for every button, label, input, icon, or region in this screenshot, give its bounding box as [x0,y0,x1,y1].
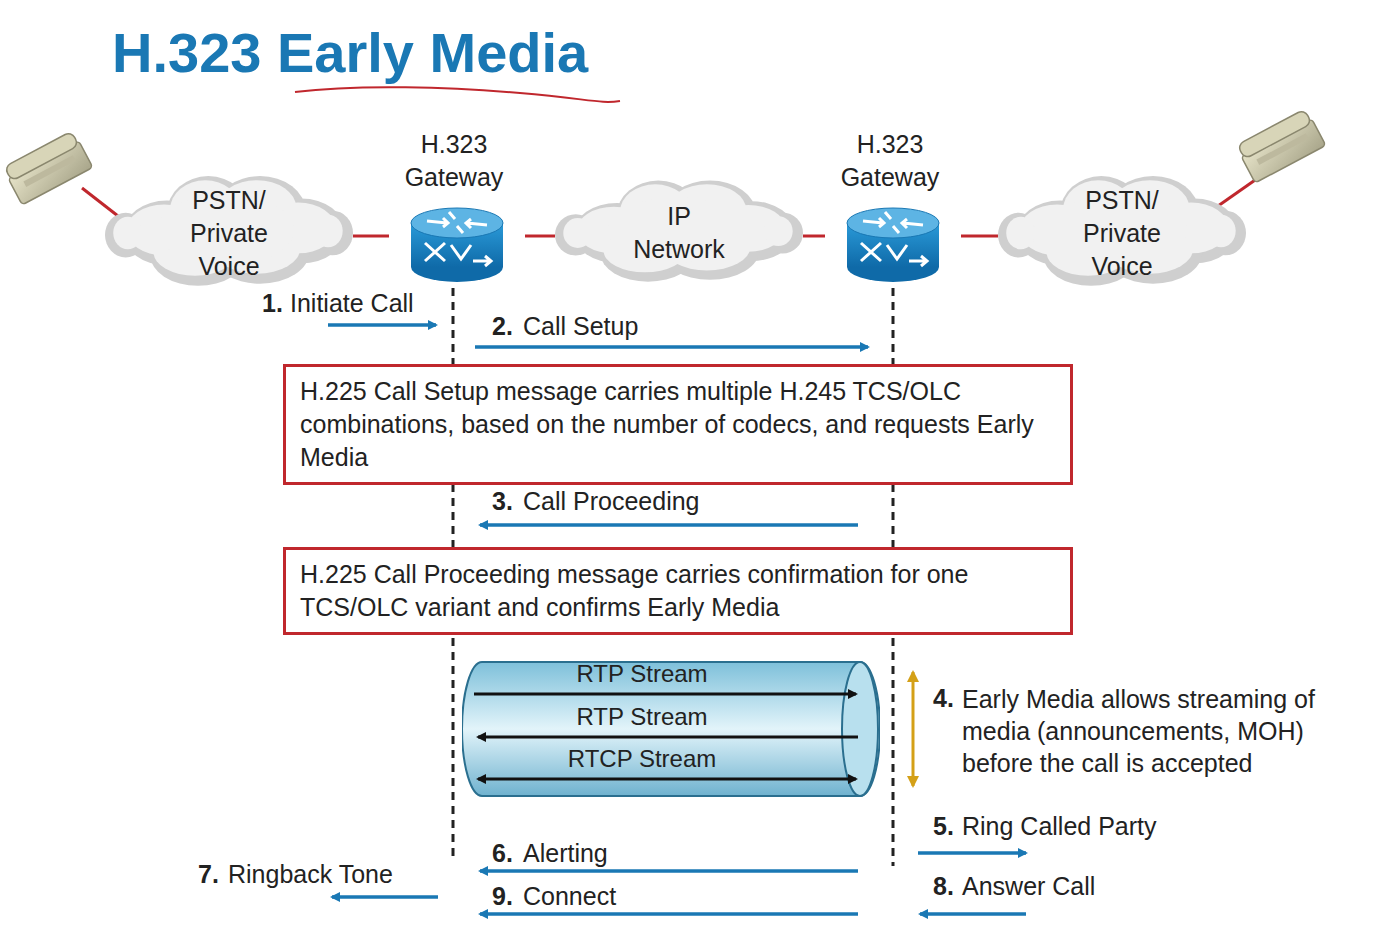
message-arrow [332,895,438,899]
message-arrow [920,912,1026,916]
title-underline [295,87,620,102]
callout-number: 6. [492,838,513,868]
step-label: Call Setup [523,311,638,341]
cloud-label: PSTN/ Private Voice [181,184,277,283]
step-label: Alerting [523,838,608,868]
gateway-label: H.323 Gateway [825,128,955,194]
message-arrow [480,523,858,527]
network-cloud: PSTN/ Private Voice [105,170,353,296]
message-arrow [480,912,858,916]
step-label: Ring Called Party [962,811,1157,841]
callout-number: 7. [198,859,219,889]
callout-number: 4. [933,683,954,713]
telephone-icon [1235,108,1325,183]
callout-number: 1. [262,288,283,318]
callout-number: 5. [933,811,954,841]
cloud-label: PSTN/ Private Voice [1074,184,1170,283]
note-text: H.225 Call Proceeding message carries co… [300,558,1056,624]
diagram-title: H.323 Early Media [112,18,588,88]
step-label: Call Proceeding [523,486,700,516]
gateway-node: H.323 Gateway [389,128,525,285]
step-label: Ringback Tone [228,859,393,889]
router-icon [411,208,503,282]
note-box: H.225 Call Setup message carries multipl… [283,364,1073,485]
gateway-label: H.323 Gateway [389,128,519,194]
message-arrow [918,851,1026,855]
step-label: Connect [523,881,616,911]
duration-arrow [912,672,915,786]
stream-label: RTP Stream [462,703,822,731]
network-cloud: PSTN/ Private Voice [998,170,1246,296]
message-arrow [475,345,868,349]
network-link [961,235,998,238]
step-label: Initiate Call [290,288,414,318]
network-link [353,235,389,238]
message-arrow [328,323,436,327]
stream-label: RTCP Stream [462,745,822,773]
router-icon [847,208,939,282]
note-text: H.225 Call Setup message carries multipl… [300,375,1056,474]
network-link [803,235,825,238]
cloud-shape [555,175,803,291]
step-label: Answer Call [962,871,1095,901]
message-arrow [480,869,858,873]
callout-number: 8. [933,871,954,901]
gateway-node: H.323 Gateway [825,128,961,285]
media-tube: RTP StreamRTP StreamRTCP Stream [462,660,880,798]
stream-label: RTP Stream [462,660,822,688]
network-cloud: IP Network [555,175,803,291]
note-box: H.225 Call Proceeding message carries co… [283,547,1073,635]
step-label: Early Media allows streaming of media (a… [962,683,1367,779]
cloud-label: IP Network [627,200,731,266]
network-link [525,235,555,238]
callout-number: 2. [492,311,513,341]
callout-number: 3. [492,486,513,516]
callout-number: 9. [492,881,513,911]
phone-wire [82,188,118,216]
phone-wire [1218,178,1258,206]
telephone-icon [2,130,92,205]
